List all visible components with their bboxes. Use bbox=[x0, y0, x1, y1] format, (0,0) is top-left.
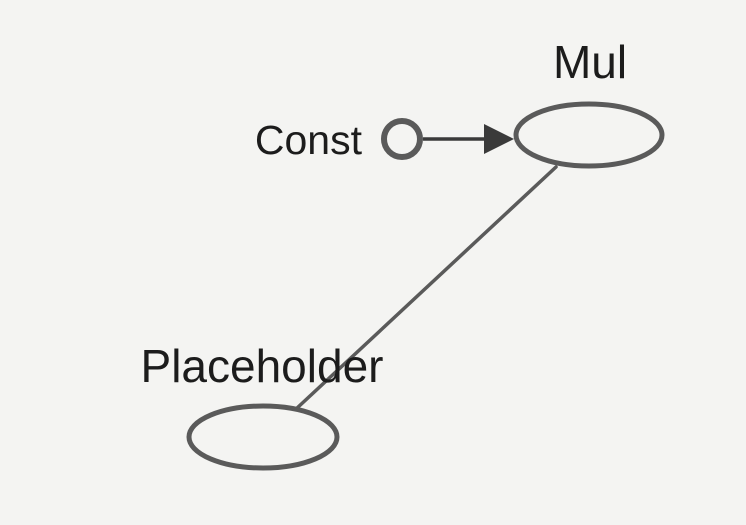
const-label: Const bbox=[255, 117, 363, 163]
edge-placeholder-mul bbox=[294, 165, 558, 411]
const-node[interactable] bbox=[381, 118, 423, 160]
placeholder-label: Placeholder bbox=[141, 340, 384, 392]
arrowhead-icon bbox=[484, 124, 514, 154]
mul-node[interactable] bbox=[513, 101, 665, 169]
placeholder-node[interactable] bbox=[186, 403, 340, 471]
mul-label: Mul bbox=[553, 36, 627, 88]
